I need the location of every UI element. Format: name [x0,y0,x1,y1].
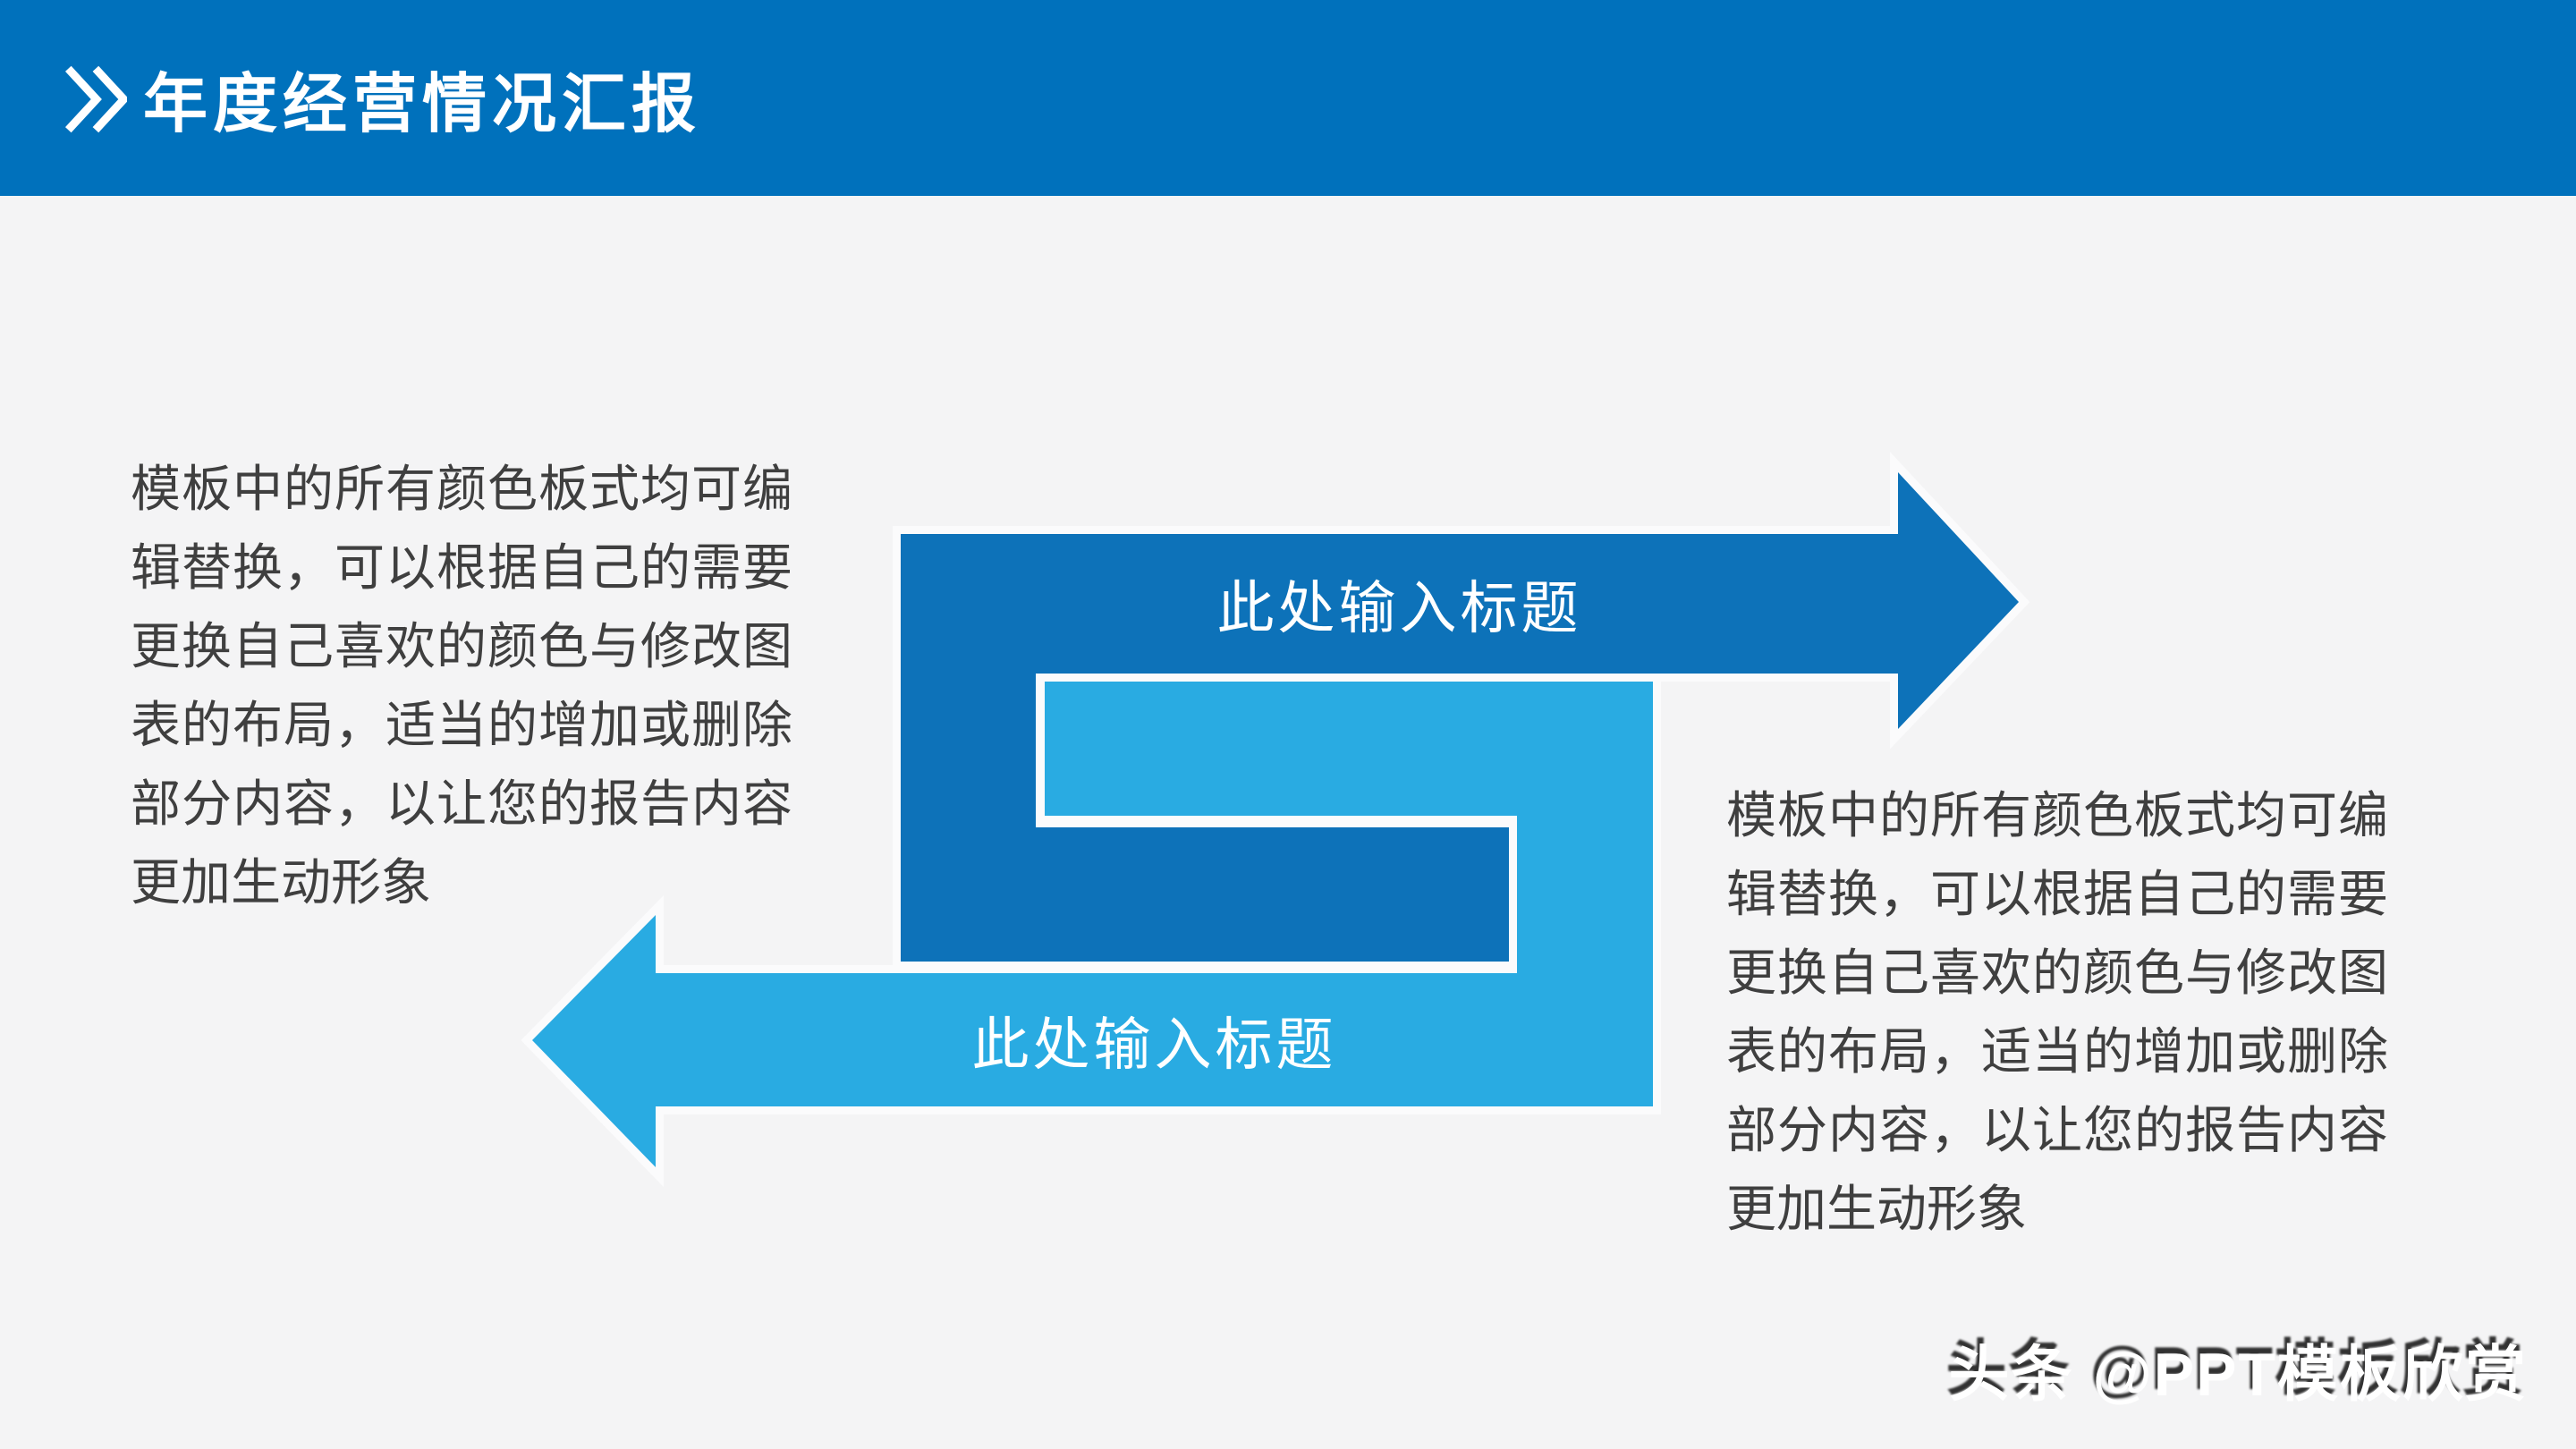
double-chevron-icon [64,65,127,133]
left-arrow-shape [521,674,1661,1188]
top-arrow-label: 此处输入标题 [1216,576,1582,640]
right-paragraph: 模板中的所有颜色板式均可编辑替换，可以根据自己的需要更换自己喜欢的颜色与修改图表… [1726,787,2388,1237]
page-title: 年度经营情况汇报 [143,69,702,140]
bottom-arrow-label: 此处输入标题 [971,1012,1337,1077]
watermark-text: 头条 @PPT模板欣赏 [1948,1340,2528,1409]
header-bar: 年度经营情况汇报 [0,0,2576,196]
left-paragraph: 模板中的所有颜色板式均可编辑替换，可以根据自己的需要更换自己喜欢的颜色与修改图表… [131,461,792,911]
